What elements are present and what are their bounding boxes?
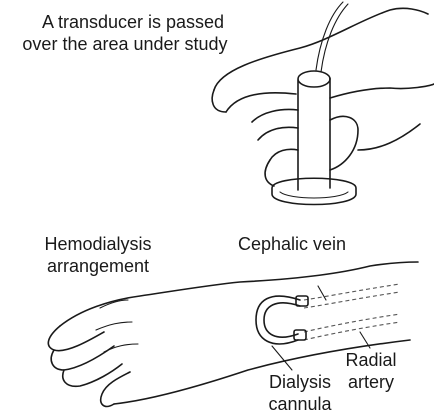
hand-finger-3 (258, 127, 298, 140)
transducer-top (298, 71, 330, 87)
transducer-base (272, 178, 356, 204)
transducer-body (298, 78, 330, 190)
radial-artery-label-line-1: Radial (336, 350, 406, 370)
radial-artery-path (304, 314, 400, 332)
radial-artery-label-line-2: artery (336, 372, 406, 392)
hand-finger-4 (270, 149, 298, 160)
thumb (101, 372, 130, 406)
hand-upper-arm (214, 8, 428, 90)
dialysis-cannula-label-line-1: Dialysis (260, 372, 340, 392)
finger-3 (63, 364, 122, 386)
hemodialysis-label-line-2: arrangement (38, 256, 158, 276)
cephalic-vein-label: Cephalic vein (232, 234, 352, 254)
hand-finger-2 (252, 110, 298, 123)
hand-back (330, 84, 434, 98)
caption-line-2: over the area under study (6, 34, 244, 54)
hand-thumb (330, 116, 358, 170)
finger-2 (51, 346, 114, 370)
leader-dialysis (272, 346, 292, 370)
caption-line-1: A transducer is passed (28, 12, 238, 32)
transducer-illustration (212, 2, 434, 205)
hemodialysis-label-line-1: Hemodialysis (38, 234, 158, 254)
dialysis-cannula-label-line-2: cannula (260, 394, 340, 414)
